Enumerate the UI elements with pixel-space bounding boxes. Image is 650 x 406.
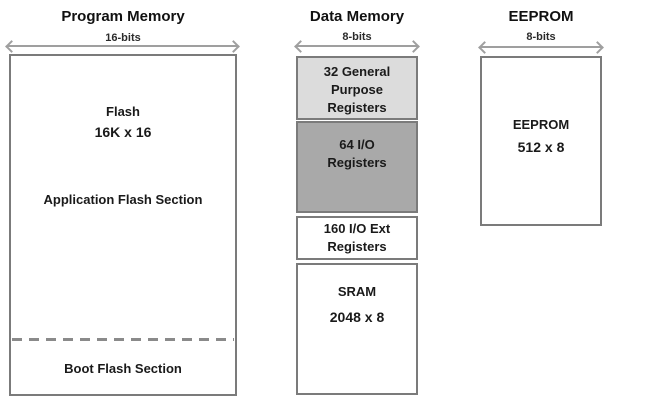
data-memory-width-arrow-icon bbox=[294, 40, 420, 53]
data-memory-bus-width-label: 8-bits bbox=[342, 31, 372, 43]
data-memory-segment-general-purpose-registers: 32 General Purpose Registers bbox=[296, 56, 418, 120]
arrow-shaft bbox=[8, 45, 237, 47]
eeprom-bus-width-label: 8-bits bbox=[526, 31, 556, 43]
data-memory-segment-io-registers: 64 I/O Registers bbox=[296, 121, 418, 213]
program-memory-width-arrow-icon bbox=[5, 40, 240, 53]
boot-section-divider bbox=[12, 338, 234, 341]
data-memory-segment-sram: SRAM 2048 x 8 bbox=[296, 263, 418, 395]
data-memory-title: Data Memory bbox=[309, 8, 405, 25]
eeprom-width-arrow-icon bbox=[478, 41, 604, 54]
eeprom-label: EEPROM bbox=[512, 117, 570, 132]
sram-label: SRAM bbox=[337, 284, 377, 299]
arrow-shaft bbox=[481, 46, 601, 48]
boot-flash-section-label: Boot Flash Section bbox=[64, 361, 182, 376]
eeprom-title: EEPROM bbox=[508, 8, 574, 25]
eeprom-box bbox=[480, 56, 602, 226]
data-memory-segment-io-ext-registers: 160 I/O Ext Registers bbox=[296, 216, 418, 260]
eeprom-size-label: 512 x 8 bbox=[517, 139, 565, 155]
sram-size-label: 2048 x 8 bbox=[329, 309, 385, 325]
arrowhead-right-icon bbox=[407, 40, 420, 53]
arrowhead-right-icon bbox=[227, 40, 240, 53]
application-flash-section-label: Application Flash Section bbox=[43, 192, 203, 207]
flash-label: Flash bbox=[106, 104, 140, 119]
program-memory-bus-width-label: 16-bits bbox=[105, 32, 141, 44]
arrow-shaft bbox=[297, 45, 417, 47]
program-memory-title: Program Memory bbox=[61, 8, 185, 25]
flash-size-label: 16K x 16 bbox=[94, 124, 152, 140]
arrowhead-right-icon bbox=[591, 41, 604, 54]
